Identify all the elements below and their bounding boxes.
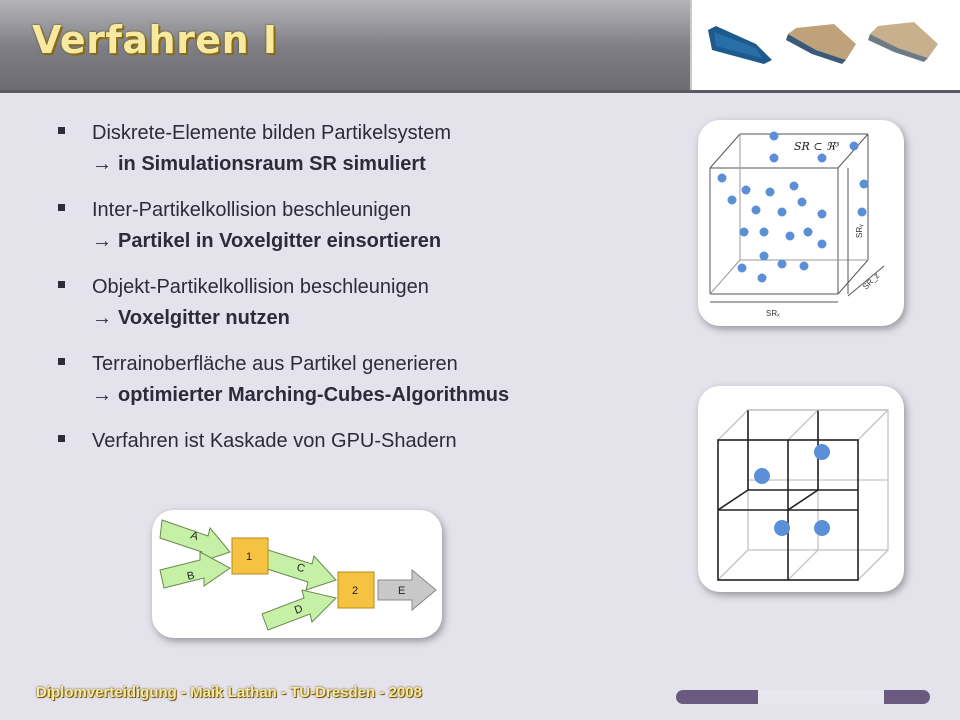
output-label: E bbox=[398, 585, 405, 597]
square-bullet-icon bbox=[58, 358, 65, 365]
bullet-text: Terrainoberfläche aus Partikel generiere… bbox=[92, 353, 458, 375]
particle bbox=[785, 231, 795, 241]
footer-bar-segment bbox=[758, 690, 884, 704]
terrain-surface-thumbnail-1 bbox=[788, 24, 856, 60]
particle bbox=[759, 227, 769, 237]
particle bbox=[754, 468, 770, 484]
square-bullet-icon bbox=[58, 204, 65, 211]
right-arrow-icon: → bbox=[92, 384, 112, 406]
particle bbox=[739, 227, 749, 237]
input-arrow-b bbox=[159, 551, 231, 589]
pipeline-node-1 bbox=[231, 537, 269, 575]
particle bbox=[741, 185, 751, 195]
bullet-item: Inter-Partikelkollision beschleunigen → P… bbox=[56, 195, 676, 257]
bullet-result-text: Voxelgitter nutzen bbox=[118, 307, 290, 329]
footer-text: Diplomverteidigung - Maik Lathan - TU-Dr… bbox=[36, 684, 422, 701]
particle bbox=[859, 179, 869, 189]
particle bbox=[765, 187, 775, 197]
particle bbox=[777, 207, 787, 217]
bullet-text: Inter-Partikelkollision beschleunigen bbox=[92, 199, 412, 221]
particle bbox=[769, 153, 779, 163]
terrain-thumbnails bbox=[690, 0, 960, 92]
bullet-text: Diskrete-Elemente bilden Partikelsystem bbox=[92, 122, 452, 144]
terrain-surface-base-2 bbox=[868, 34, 928, 62]
particle bbox=[849, 141, 859, 151]
right-arrow-icon: → bbox=[92, 230, 112, 252]
particle bbox=[789, 181, 799, 191]
footer-bar-segment bbox=[884, 690, 930, 704]
node-label: 1 bbox=[246, 551, 252, 563]
bullet-text: Objekt-Partikelkollision beschleunigen bbox=[92, 276, 429, 298]
header-divider bbox=[0, 90, 960, 93]
particle bbox=[737, 263, 747, 273]
output-arrow-e bbox=[377, 568, 437, 612]
particle bbox=[751, 205, 761, 215]
header-bar: Verfahren I bbox=[0, 0, 960, 93]
particle bbox=[774, 520, 790, 536]
bullet-result: → Voxelgitter nutzen bbox=[92, 303, 676, 334]
shader-pipeline-figure: A B C D 1 2 E bbox=[152, 510, 442, 638]
x-axis-label: SRₓ bbox=[766, 309, 780, 318]
input-label: A bbox=[189, 529, 200, 543]
slide-title: Verfahren I bbox=[32, 18, 278, 62]
particle bbox=[799, 261, 809, 271]
y-axis-label: SRᵧ bbox=[855, 224, 864, 238]
terrain-surface-base-1 bbox=[786, 34, 846, 64]
simulation-space-figure: SR ⊂ ℜ³ SRₓ SRᵧ SR_z bbox=[698, 120, 904, 326]
particle bbox=[777, 259, 787, 269]
particle bbox=[797, 197, 807, 207]
particle bbox=[727, 195, 737, 205]
square-bullet-icon bbox=[58, 435, 65, 442]
input-label: D bbox=[293, 603, 305, 617]
bullet-result-text: Partikel in Voxelgitter einsortieren bbox=[118, 230, 442, 252]
particle bbox=[817, 239, 827, 249]
input-arrow-d bbox=[261, 589, 337, 631]
simulation-space-label: SR ⊂ ℜ³ bbox=[794, 140, 839, 153]
bullet-text: Verfahren ist Kaskade von GPU-Shadern bbox=[92, 430, 457, 452]
particle bbox=[857, 207, 867, 217]
right-arrow-icon: → bbox=[92, 153, 112, 175]
bullet-result: → optimierter Marching-Cubes-Algorithmus bbox=[92, 380, 676, 411]
z-axis-label: SR_z bbox=[861, 271, 881, 291]
terrain-surface-thumbnail-2 bbox=[870, 22, 938, 58]
bullet-result-text: optimierter Marching-Cubes-Algorithmus bbox=[118, 384, 510, 406]
node-label: 2 bbox=[352, 585, 358, 597]
right-arrow-icon: → bbox=[92, 307, 112, 329]
bullet-item: Terrainoberfläche aus Partikel generiere… bbox=[56, 349, 676, 411]
square-bullet-icon bbox=[58, 281, 65, 288]
footer-decoration-bar bbox=[676, 690, 930, 704]
input-arrow-c bbox=[263, 549, 337, 591]
particle-mound-texture bbox=[714, 32, 762, 58]
particle bbox=[769, 131, 779, 141]
input-label: C bbox=[295, 561, 306, 575]
particle bbox=[803, 227, 813, 237]
particle bbox=[814, 520, 830, 536]
bullet-item: Diskrete-Elemente bilden Partikelsystem … bbox=[56, 118, 676, 180]
pipeline-node-2 bbox=[337, 571, 375, 609]
bullet-result: → in Simulationsraum SR simuliert bbox=[92, 149, 676, 180]
particle bbox=[817, 153, 827, 163]
footer-bar-segment bbox=[676, 690, 758, 704]
voxel-grid-figure bbox=[698, 386, 904, 592]
particle bbox=[757, 273, 767, 283]
particle bbox=[817, 209, 827, 219]
input-arrow-a bbox=[159, 519, 231, 563]
bullet-item: Verfahren ist Kaskade von GPU-Shadern bbox=[56, 426, 676, 457]
square-bullet-icon bbox=[58, 127, 65, 134]
particle bbox=[717, 173, 727, 183]
particle bbox=[759, 251, 769, 261]
bullet-item: Objekt-Partikelkollision beschleunigen →… bbox=[56, 272, 676, 334]
bullet-result: → Partikel in Voxelgitter einsortieren bbox=[92, 226, 676, 257]
particle bbox=[814, 444, 830, 460]
bullet-result-text: in Simulationsraum SR simuliert bbox=[118, 153, 426, 175]
input-label: B bbox=[186, 569, 196, 582]
bullet-list: Diskrete-Elemente bilden Partikelsystem … bbox=[56, 118, 676, 472]
